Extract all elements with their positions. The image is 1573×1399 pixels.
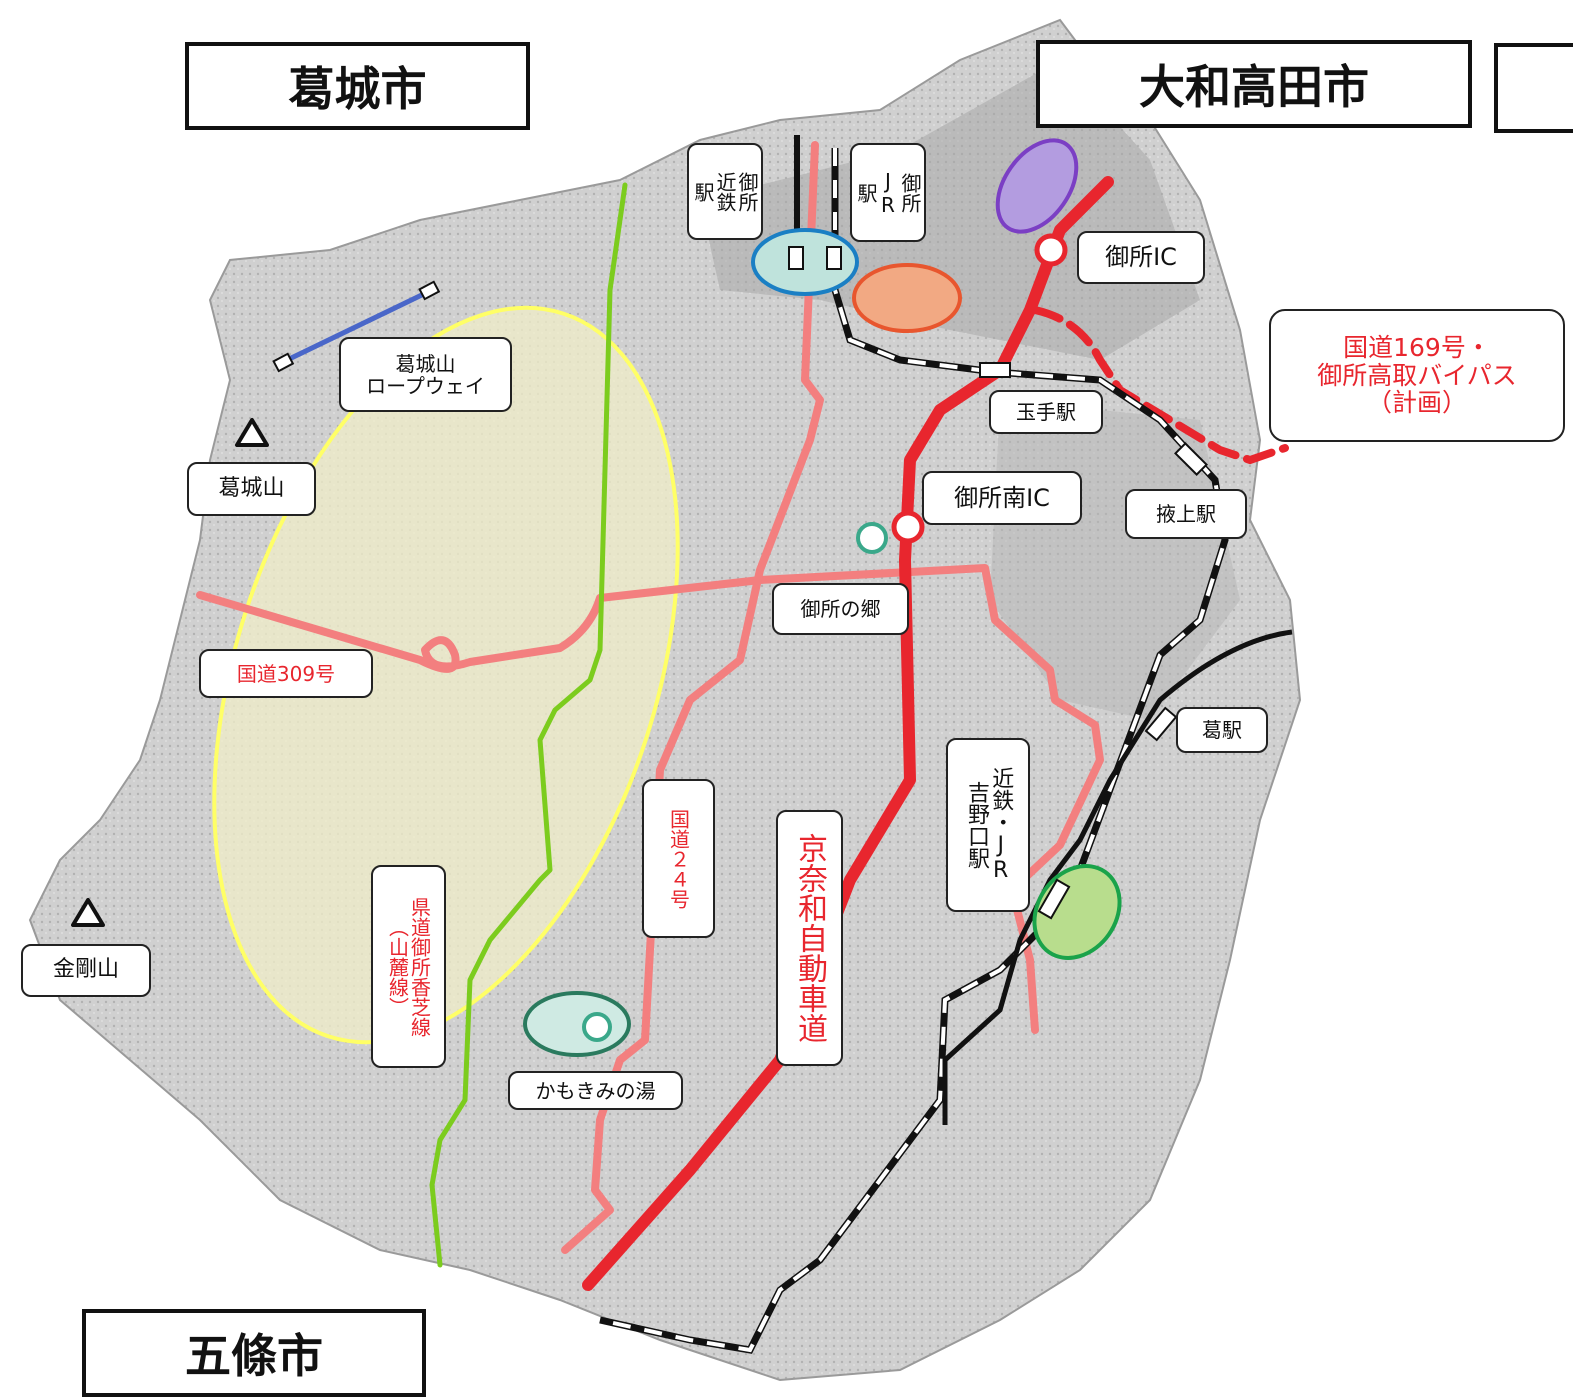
keinawa-expressway-line [582, 176, 1114, 1291]
kamokimi-area-ellipse [523, 991, 631, 1057]
label-route-309: 国道309号 [199, 649, 373, 698]
label-wakigami-station: 掖上駅 [1125, 489, 1247, 539]
orange-area-ellipse [852, 263, 962, 333]
label-gose-minami-ic: 御所南IC [922, 471, 1082, 525]
city-gojo-box: 五條市 [82, 1309, 426, 1397]
route-169-bypass-line [1031, 306, 1289, 465]
label-gose-ic: 御所IC [1077, 231, 1205, 284]
kuzu-station-icon [1144, 706, 1178, 742]
city-yamatotakada-box: 大和高田市 [1036, 40, 1472, 128]
label-route-169-bypass: 国道169号・ 御所高取バイパス （計画） [1269, 309, 1565, 442]
label-jr-gose-station: 御所 JR 駅 [850, 143, 926, 242]
route-309-line [196, 564, 1104, 1034]
ropeway-line [281, 288, 432, 365]
route-24-line [561, 141, 824, 1254]
label-mt-katsuragi: 葛城山 [187, 462, 316, 516]
gose-minami-ic-icon [891, 510, 925, 544]
label-prefectural-road: 県道御所香芝線 （山麓線） [371, 865, 446, 1068]
purple-area-ellipse [995, 138, 1079, 234]
label-yoshinoguchi-station: 近鉄・JR 吉野口駅 [946, 738, 1030, 912]
kamokimi-spot-icon [582, 1012, 612, 1042]
ropeway-station-bottom-icon [272, 352, 295, 373]
label-mt-kongo: 金剛山 [21, 944, 151, 997]
label-kintetsu-gose-station: 御所 近鉄 駅 [687, 143, 763, 240]
kintetsu-gose-station-icon [788, 246, 804, 270]
label-tamade-station: 玉手駅 [989, 390, 1103, 434]
label-kuzu-station: 葛駅 [1176, 707, 1268, 753]
label-keinawa-expressway: 京奈和自動車道 [776, 810, 843, 1066]
mt-kongo-triangle-icon [71, 898, 105, 927]
prefectural-road-line [429, 182, 628, 1268]
cut-off-city-box [1494, 43, 1573, 133]
jr-railway-dash [599, 148, 1228, 1353]
mt-katsuragi-triangle-icon [235, 418, 269, 447]
label-kamokimi-no-yu: かもきみの湯 [508, 1071, 683, 1110]
gose-ic-icon [1034, 233, 1068, 267]
wakigami-station-icon [1174, 442, 1208, 476]
ropeway-station-top-icon [418, 280, 441, 301]
label-route-24: 国道２４号 [642, 779, 715, 938]
yoshinoguchi-station-icon [1037, 878, 1071, 920]
city-katsuragi-box: 葛城市 [185, 42, 530, 130]
jr-gose-station-icon [826, 246, 842, 270]
tamade-station-icon [979, 362, 1011, 378]
label-gose-no-sato: 御所の郷 [772, 583, 909, 635]
label-katsuragi-ropeway: 葛城山 ロープウェイ [339, 337, 512, 412]
gose-no-sato-spot-icon [856, 522, 888, 554]
